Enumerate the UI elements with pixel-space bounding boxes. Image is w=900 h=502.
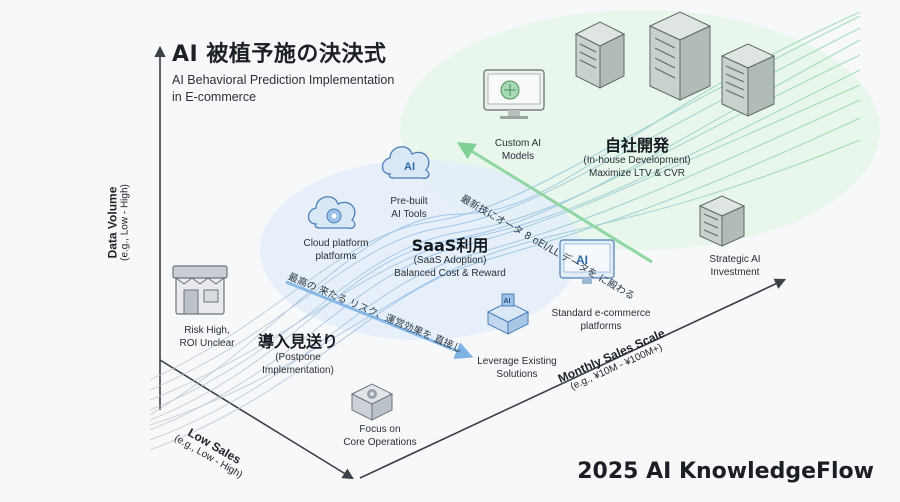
x-axis-low-line bbox=[159, 359, 354, 480]
focus-label: Focus on Core Operations bbox=[330, 424, 430, 449]
server-rack-icon bbox=[720, 43, 776, 117]
strategic-label: Strategic AI Investment bbox=[690, 254, 780, 279]
server-rack-icon bbox=[648, 11, 712, 101]
standard-platform-label: Standard e-commerce platforms bbox=[536, 308, 666, 333]
monitor-brain-icon bbox=[483, 69, 545, 119]
leverage-label: Leverage Existing Solutions bbox=[462, 356, 572, 381]
y-axis-range: (e.g., Low - High) bbox=[119, 184, 131, 261]
postpone-sub-2: Implementation) bbox=[262, 365, 334, 376]
focus-label-2: Core Operations bbox=[343, 436, 417, 448]
invest-arrow bbox=[456, 142, 653, 264]
cloud-platform-label: Cloud platform platforms bbox=[286, 238, 386, 263]
saas-sub-2: Balanced Cost & Reward bbox=[394, 268, 506, 279]
inhouse-sub-1: (In-house Development) bbox=[583, 155, 691, 166]
leverage-label-1: Leverage Existing bbox=[477, 356, 557, 367]
prebuilt-label-1: Pre-built bbox=[390, 196, 428, 207]
server-stack-icon bbox=[698, 195, 746, 247]
risk-label-1: Risk High, bbox=[184, 325, 230, 336]
strategic-label-2: Investment bbox=[710, 266, 760, 278]
cloud-label-2: platforms bbox=[315, 250, 357, 262]
brand-footer: 2025 AI KnowledgeFlow bbox=[577, 459, 874, 484]
cloud-ai-icon: AI bbox=[381, 146, 430, 180]
monitor-ai-icon: AI bbox=[559, 239, 615, 284]
cloud-gear-icon bbox=[307, 196, 356, 230]
flow-ribbon bbox=[149, 11, 861, 451]
svg-text:AI: AI bbox=[404, 161, 415, 173]
stacked-boxes-icon: AI bbox=[486, 293, 530, 335]
standard-label-2: platforms bbox=[580, 320, 622, 332]
leverage-label-2: Solutions bbox=[496, 368, 538, 380]
subtitle-line-2: in E-commerce bbox=[172, 89, 257, 104]
inhouse-sub-2: Maximize LTV & CVR bbox=[589, 168, 685, 179]
custom-label-1: Custom AI bbox=[494, 138, 542, 149]
subtitle-line-1: AI Behavioral Prediction Implementation bbox=[172, 73, 395, 87]
inhouse-title: 自社開発 bbox=[604, 136, 669, 155]
prebuilt-label-2: AI Tools bbox=[391, 208, 427, 220]
strategic-label-1: Strategic AI bbox=[709, 254, 761, 265]
page-subtitle: AI Behavioral Prediction Implementation … bbox=[172, 72, 432, 106]
server-rack-icon bbox=[574, 21, 626, 89]
postpone-title: 導入見送り bbox=[257, 332, 338, 351]
saas-sub-1: (SaaS Adoption) bbox=[413, 255, 487, 266]
risk-arrow bbox=[285, 280, 474, 359]
postpone-subtitle: (Postpone Implementation) bbox=[238, 351, 358, 377]
storefront-icon bbox=[172, 265, 228, 315]
gear-box-icon bbox=[350, 383, 394, 421]
inhouse-subtitle: (In-house Development) Maximize LTV & CV… bbox=[562, 154, 712, 180]
cloud-label-1: Cloud platform bbox=[303, 238, 369, 249]
focus-label-1: Focus on bbox=[359, 424, 401, 435]
saas-title: SaaS利用 bbox=[411, 236, 489, 255]
custom-ai-label: Custom AI Models bbox=[478, 138, 558, 163]
svg-text:AI: AI bbox=[504, 298, 511, 305]
risk-label-2: ROI Unclear bbox=[179, 337, 235, 349]
custom-label-2: Models bbox=[501, 150, 535, 162]
svg-text:AI: AI bbox=[576, 253, 588, 267]
y-axis-title: Data Volume bbox=[105, 186, 120, 259]
x-axis-line bbox=[359, 278, 787, 479]
y-axis-label: Data Volume (e.g., Low - High) bbox=[106, 143, 131, 303]
prebuilt-label: Pre-built AI Tools bbox=[364, 196, 454, 221]
page-title: AI 被植予施の決決式 bbox=[172, 42, 387, 67]
risk-label: Risk High, ROI Unclear bbox=[162, 325, 252, 350]
saas-subtitle: (SaaS Adoption) Balanced Cost & Reward bbox=[380, 254, 520, 280]
standard-label-1: Standard e-commerce bbox=[551, 308, 651, 319]
postpone-sub-1: (Postpone bbox=[275, 352, 321, 363]
